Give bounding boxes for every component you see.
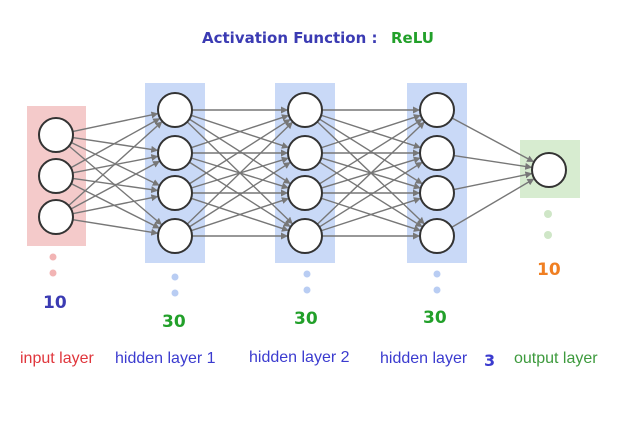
connection-edge <box>320 197 421 232</box>
hidden1-ellipsis-dot <box>171 273 179 281</box>
connection-edge <box>453 171 533 191</box>
hidden1-neuron <box>157 135 193 171</box>
hidden2-ellipsis-dot <box>303 286 311 294</box>
title-value: ReLU <box>391 29 434 47</box>
connection-edge <box>188 119 291 185</box>
hidden3-neuron <box>419 135 455 171</box>
hidden1-ellipsis-dot <box>171 289 179 297</box>
connection-edge <box>72 177 159 194</box>
connection-edge <box>190 114 289 149</box>
connection-edges <box>68 106 535 240</box>
hidden3-neuron <box>419 175 455 211</box>
connection-edge <box>72 194 159 215</box>
input-neuron <box>38 117 74 153</box>
connection-edge <box>188 162 291 228</box>
connection-edge <box>186 121 293 225</box>
hidden3-ellipsis-dot <box>433 286 441 294</box>
hidden1-neuron <box>157 218 193 254</box>
connection-edge <box>319 161 423 228</box>
hidden2-neuron <box>287 135 323 171</box>
output-layer-label: output layer <box>514 350 598 367</box>
input-layer-count: 10 <box>43 293 67 313</box>
connection-edge <box>319 118 423 185</box>
hidden-layer-3-label: hidden layer <box>380 350 468 367</box>
title-label: Activation Function : <box>202 29 378 47</box>
hidden-layer-2-count: 30 <box>294 309 318 329</box>
input-neuron <box>38 199 74 235</box>
hidden2-neuron <box>287 92 323 128</box>
output-neuron <box>531 152 567 188</box>
connection-edge <box>70 160 161 210</box>
input-ellipsis-dot <box>49 269 57 277</box>
output-ellipsis-dot <box>544 231 552 239</box>
hidden-layer-1-label: hidden layer 1 <box>115 350 216 367</box>
hidden-layer-3-count: 30 <box>423 308 447 328</box>
connection-edge <box>72 218 159 236</box>
hidden3-ellipsis-dot <box>433 270 441 278</box>
connection-edge <box>453 154 533 170</box>
hidden-layer-1-count: 30 <box>162 312 186 332</box>
connection-edge <box>70 118 161 169</box>
hidden1-neuron <box>157 92 193 128</box>
connection-edge <box>451 178 535 228</box>
hidden3-neuron <box>419 218 455 254</box>
hidden2-neuron <box>287 175 323 211</box>
hidden2-ellipsis-dot <box>303 270 311 278</box>
hidden-layer-2-label: hidden layer 2 <box>249 349 350 366</box>
connection-edge <box>190 197 289 232</box>
connection-edge <box>72 111 159 133</box>
connection-edge <box>68 121 163 207</box>
hidden2-neuron <box>287 218 323 254</box>
connection-edge <box>320 114 421 149</box>
neurons <box>38 92 567 254</box>
hidden1-neuron <box>157 175 193 211</box>
hidden-layer-3-label-suffix: 3 <box>484 351 495 370</box>
connection-edge <box>451 117 535 163</box>
ellipsis-dots <box>49 210 552 297</box>
input-layer-label: input layer <box>20 350 94 367</box>
output-ellipsis-dot <box>544 210 552 218</box>
output-layer-count: 10 <box>537 260 561 280</box>
input-neuron <box>38 158 74 194</box>
input-ellipsis-dot <box>49 253 57 261</box>
connection-edge <box>316 121 425 225</box>
hidden3-neuron <box>419 92 455 128</box>
